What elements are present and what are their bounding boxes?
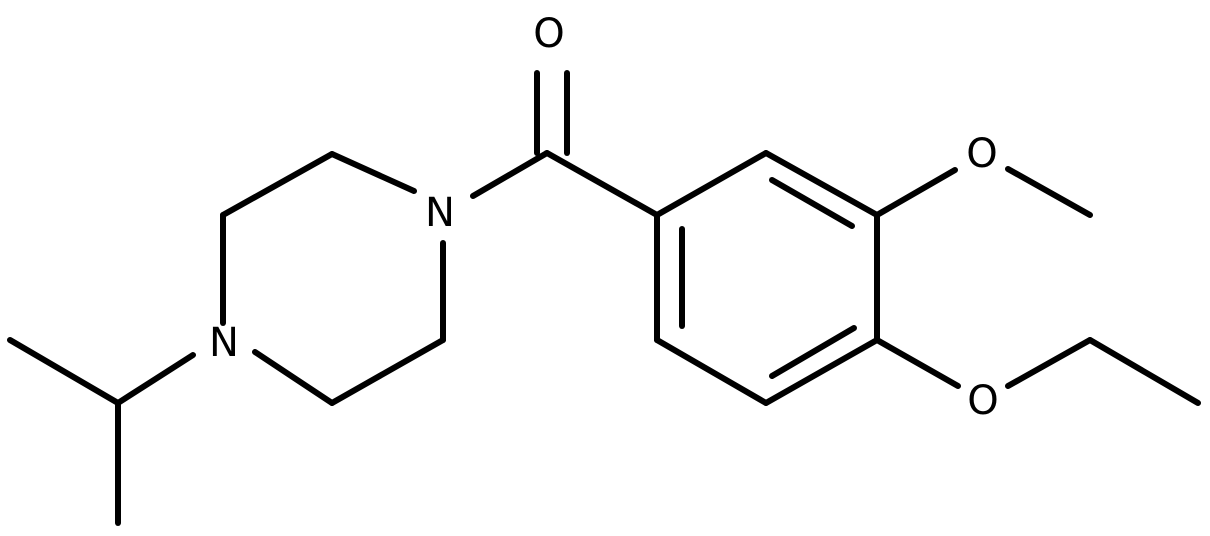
bond-ch-methyl-left	[7, 337, 121, 406]
bond-n-amide-top	[329, 151, 417, 194]
atom-label-n-amide: N	[425, 190, 455, 236]
atom-label-o-methoxy: O	[966, 131, 997, 177]
bond-ring-o-methoxy	[874, 167, 958, 218]
bond-n-amine-bottom	[252, 349, 335, 406]
bond-carbonyl-n-amide	[470, 150, 550, 199]
carbonyl-group: O	[533, 11, 570, 156]
atom-label-n-amine: N	[209, 320, 239, 366]
ethoxy-group: O	[874, 337, 1201, 424]
atom-label-o-carbonyl: O	[533, 11, 564, 57]
ring-bond-5	[654, 337, 769, 406]
isopropyl-group	[7, 337, 196, 526]
bond-n-amine-ch	[115, 352, 196, 406]
ring-bond-1	[654, 150, 769, 218]
bond-o-ethoxy-ch2	[1005, 337, 1093, 389]
bond-bottom-right-lower	[329, 337, 446, 406]
bond-ch2-ch3	[1087, 337, 1201, 406]
bond-top-left-upper	[220, 151, 335, 218]
ring-bond-2-inner	[769, 177, 855, 229]
bond-o-methoxy-methyl	[1005, 166, 1093, 218]
bond-carbonyl-ring-carbon	[544, 150, 660, 218]
ring-bond-4	[763, 337, 880, 406]
carbonyl-connections	[470, 150, 660, 218]
bond-ring-o-ethoxy	[874, 337, 961, 389]
methoxy-group: O	[874, 131, 1093, 218]
ring-bond-4-inner	[769, 325, 857, 379]
benzene-ring	[654, 150, 880, 406]
piperazine-ring: N N	[209, 151, 455, 406]
atom-label-o-ethoxy: O	[967, 378, 998, 424]
ring-bond-2	[763, 150, 880, 218]
